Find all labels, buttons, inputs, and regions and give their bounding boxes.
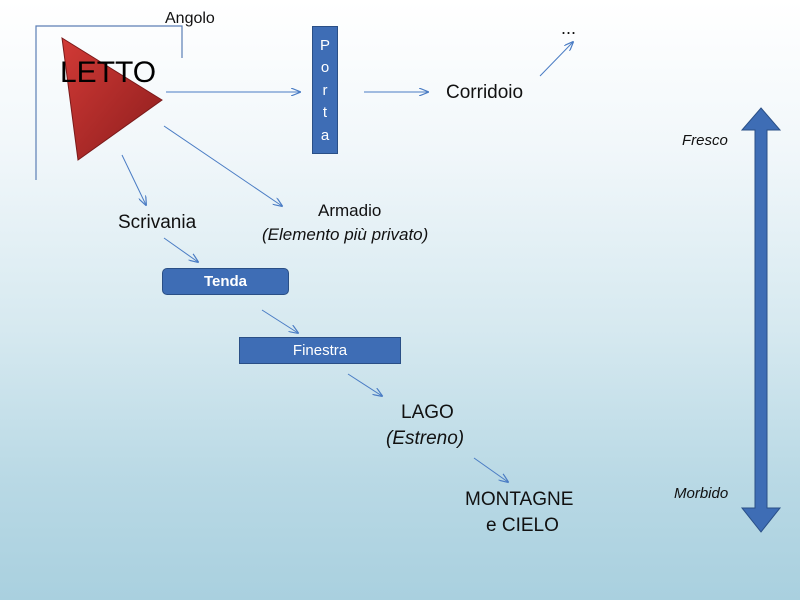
door-letter: a — [320, 126, 330, 144]
arrow-lake-to-mountains — [473, 457, 508, 482]
ellipsis-label: ... — [561, 18, 577, 38]
arrow-curtain-to-window — [261, 309, 298, 333]
door-letter: o — [320, 59, 330, 76]
bed-label: LETTO — [60, 56, 157, 89]
corner-bracket — [35, 25, 183, 180]
desk-label: Scrivania — [118, 212, 197, 233]
door-letter: P — [319, 36, 330, 54]
lake-label: LAGO — [401, 402, 454, 423]
bed-triangle — [61, 37, 163, 161]
corridor-label: Corridoio — [446, 82, 524, 103]
arrow-desk-to-curtain — [163, 237, 198, 262]
fresco-morbido-scale-arrow — [740, 107, 782, 533]
lake-note: (Estreno) — [386, 428, 465, 449]
curtain-box: Tenda — [162, 268, 289, 295]
door-box: P o r t a — [312, 26, 338, 154]
scale-top-label: Fresco — [682, 132, 728, 149]
wardrobe-label: Armadio — [318, 201, 382, 220]
mountains-label: MONTAGNE — [465, 489, 574, 510]
arrow-window-to-lake — [347, 373, 382, 396]
arrow-bed-to-desk — [121, 154, 146, 205]
door-letter: r — [322, 81, 328, 99]
wardrobe-note: (Elemento più privato) — [262, 225, 429, 244]
arrow-corridor-to-ellipsis — [539, 42, 573, 77]
arrow-bed-to-wardrobe — [163, 125, 282, 206]
corner-label: Angolo — [165, 10, 215, 27]
scale-bottom-label: Morbido — [674, 485, 729, 502]
sky-label: e CIELO — [486, 515, 559, 536]
window-box: Finestra — [239, 337, 401, 364]
door-letter: t — [322, 104, 328, 121]
